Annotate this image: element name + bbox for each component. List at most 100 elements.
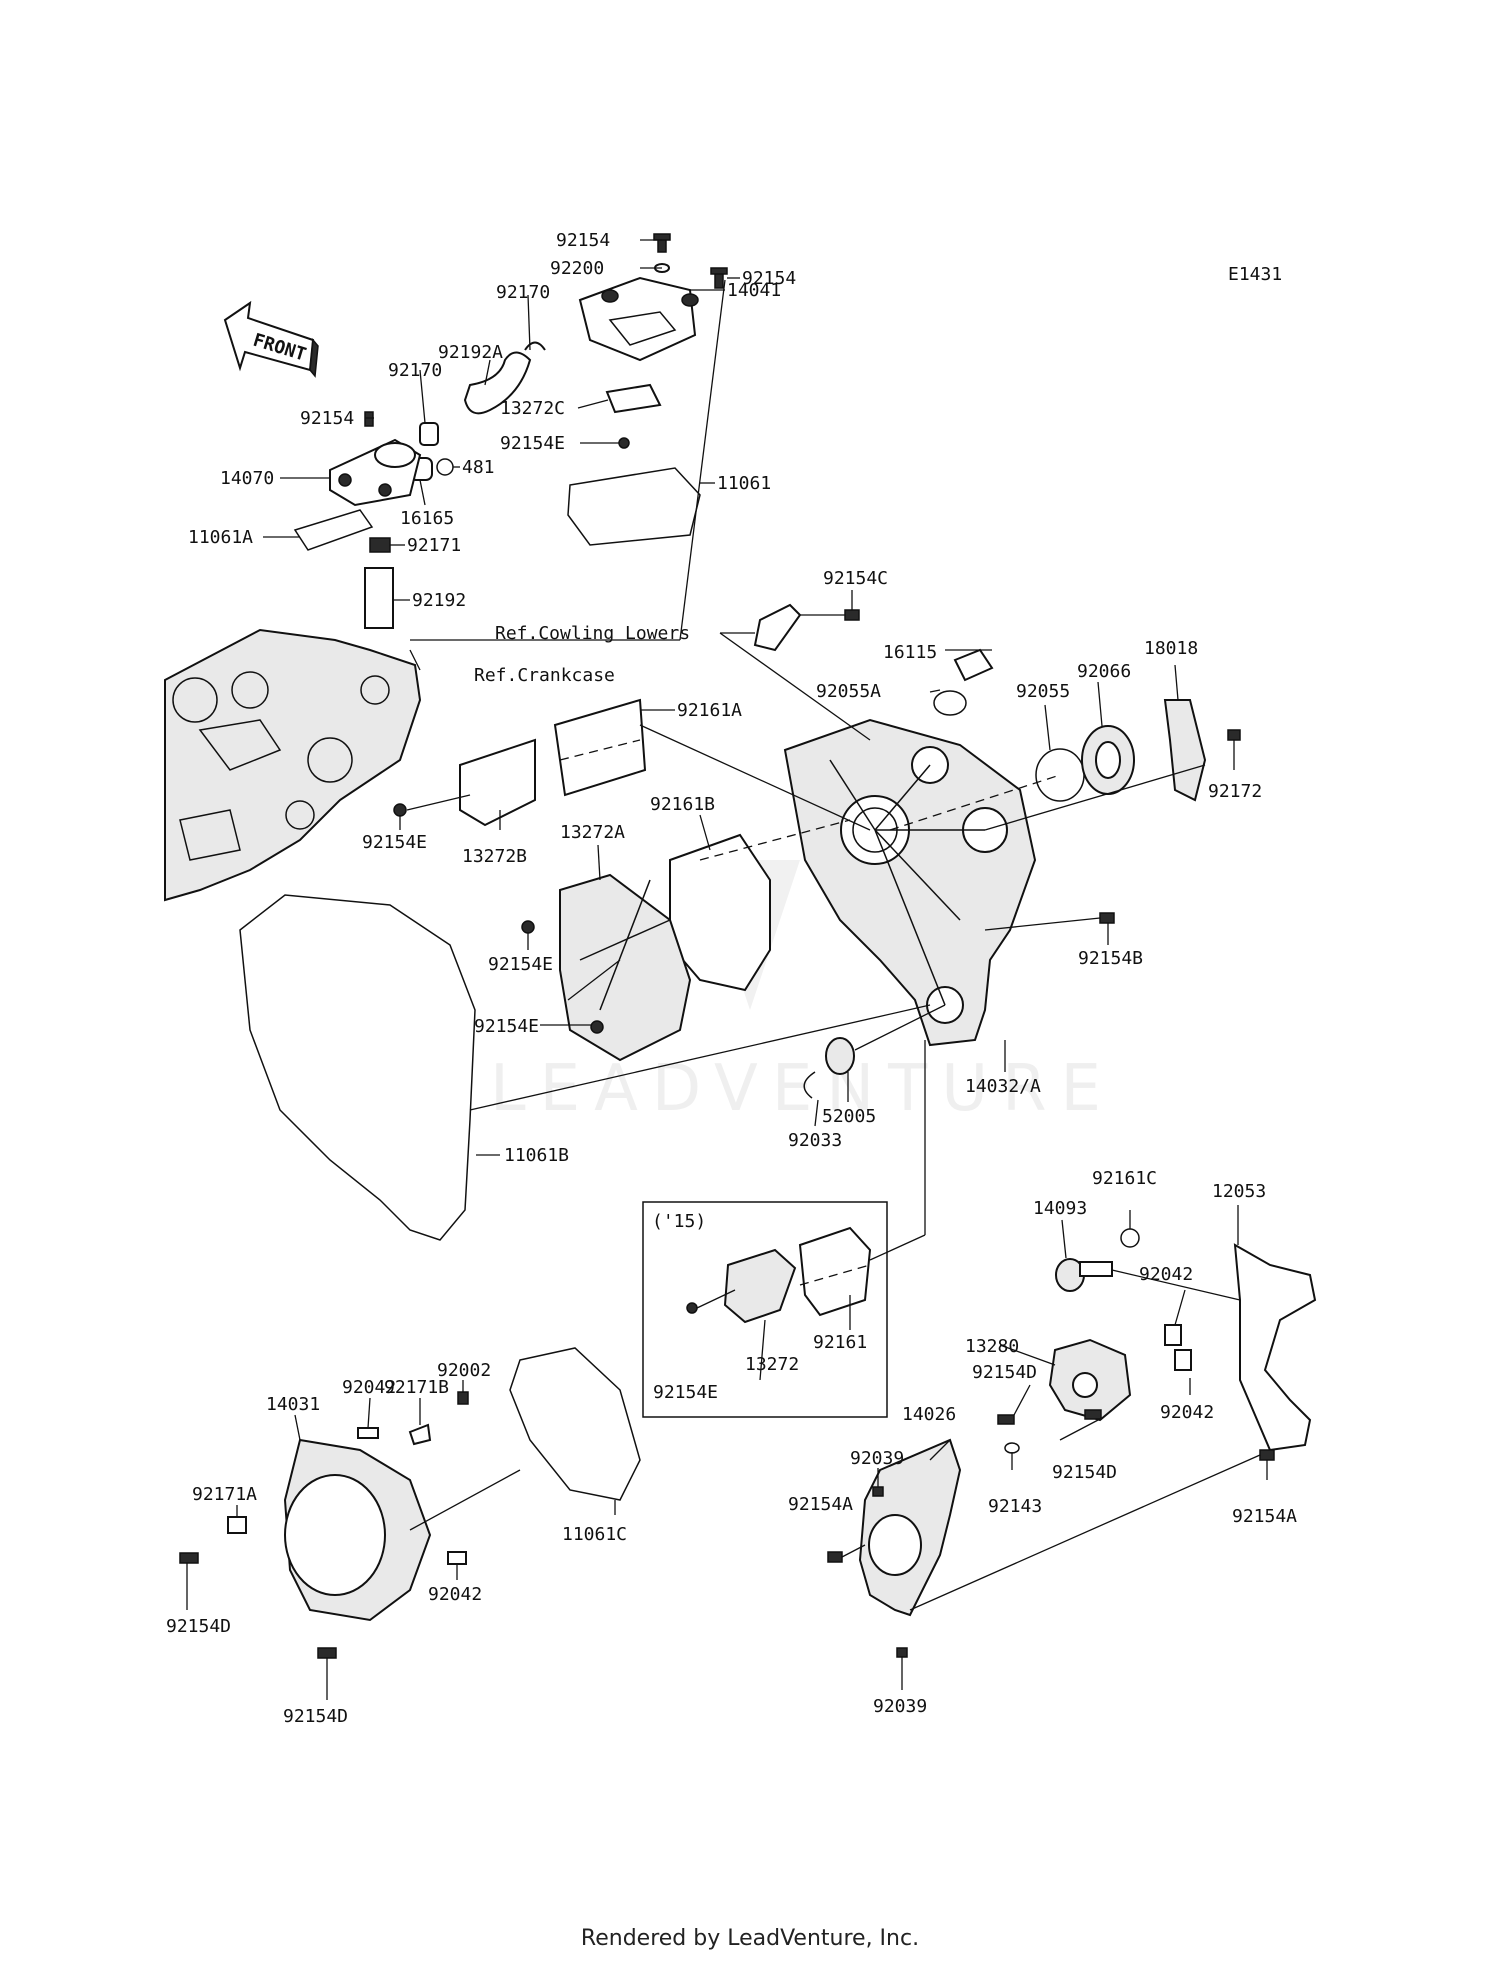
clamp-92171 [369, 537, 391, 553]
label-92171: 92171 [407, 535, 461, 556]
label-92042-l: 92042 [342, 1377, 396, 1398]
leader-lines [186, 239, 1268, 1700]
label-14070: 14070 [220, 468, 274, 489]
label-52005: 52005 [822, 1106, 876, 1127]
pad-92161 [798, 1226, 872, 1317]
dowel-92042-l [357, 1427, 379, 1439]
bolt-92154E-inset [686, 1302, 698, 1314]
inset-box [642, 1201, 888, 1418]
label-92170-b: 92170 [388, 360, 442, 381]
grommet-92171A [227, 1516, 247, 1534]
water-pump-body-13280 [1048, 1338, 1132, 1422]
label-92066: 92066 [1077, 661, 1131, 682]
bolt-92154-top [653, 233, 671, 253]
label-13272C: 13272C [500, 398, 565, 419]
bolt-92154D-r1 [997, 1414, 1015, 1425]
bolt-92154D-r2 [1084, 1409, 1102, 1420]
bolt-92154E-a [521, 920, 535, 934]
bolt-92154A-r [1259, 1449, 1275, 1461]
clutch-cover-14032A [783, 718, 1037, 1047]
label-481: 481 [462, 457, 495, 478]
label-92154E-a: 92154E [488, 954, 553, 975]
front-arrow-icon: FRONT [223, 300, 319, 378]
label-16165: 16165 [400, 508, 454, 529]
label-92200: 92200 [550, 258, 604, 279]
hose-92192A [463, 351, 532, 415]
label-13272A: 13272A [560, 822, 625, 843]
washer-92143 [1004, 1442, 1020, 1454]
label-13272B: 13272B [462, 846, 527, 867]
label-92161C: 92161C [1092, 1168, 1157, 1189]
footer-credit: Rendered by LeadVenture, Inc. [580, 1926, 920, 1951]
label-92154-left: 92154 [300, 408, 354, 429]
label-16115: 16115 [883, 642, 937, 663]
o-ring-92055A [933, 690, 967, 716]
bolt-92154B [1099, 912, 1115, 924]
cowling-bracket-ref [753, 603, 802, 652]
label-92161: 92161 [813, 1332, 867, 1353]
label-92154-top: 92154 [556, 230, 610, 251]
dowel-92042-r2 [1174, 1349, 1192, 1371]
label-92055: 92055 [1016, 681, 1070, 702]
label-92154D-b: 92154D [283, 1706, 348, 1727]
label-14026: 14026 [902, 1404, 956, 1425]
label-92154-top2: 92154 [742, 268, 796, 289]
label-11061: 11061 [717, 473, 771, 494]
label-92042-r: 92042 [1139, 1264, 1193, 1285]
impeller-14093 [1055, 1258, 1113, 1292]
label-ref-crankcase: Ref.Crankcase [474, 665, 615, 686]
gasket-13272C [605, 383, 662, 414]
label-92154D-r1: 92154D [972, 1362, 1037, 1383]
label-92154C: 92154C [823, 568, 888, 589]
label-92161A: 92161A [677, 700, 742, 721]
label-92154E-inset: 92154E [653, 1382, 718, 1403]
seal-52005 [825, 1037, 855, 1075]
label-11061C: 11061C [562, 1524, 627, 1545]
bolt-92154D-l [179, 1552, 199, 1564]
label-92055A: 92055A [816, 681, 881, 702]
bolt-92039-top [872, 1486, 884, 1497]
label-92042-r2: 92042 [1160, 1402, 1214, 1423]
pipe-92192 [364, 567, 394, 629]
watermark-text: LEADVENTURE [490, 1052, 1115, 1126]
circlip-92033 [803, 1071, 816, 1099]
label-14093: 14093 [1033, 1198, 1087, 1219]
bolt-92002 [457, 1391, 469, 1405]
diagram-code: E1431 [1228, 264, 1282, 285]
bracket-18018 [1163, 699, 1207, 802]
bolt-92154E-mid [393, 803, 407, 817]
sprocket-cover-14026 [858, 1438, 962, 1617]
pad-92161A [553, 698, 647, 797]
gasket-11061B [239, 894, 476, 1241]
bolt-92154D-b [317, 1647, 337, 1659]
label-92172: 92172 [1208, 781, 1262, 802]
label-92161B: 92161B [650, 794, 715, 815]
label-14032A: 14032/A [965, 1076, 1041, 1097]
dowel-92042-l2 [447, 1551, 467, 1565]
label-14041: 14041 [727, 280, 781, 301]
label-92039-b: 92039 [873, 1696, 927, 1717]
label-92154D-l: 92154D [166, 1616, 231, 1637]
label-92192A: 92192A [438, 342, 503, 363]
gasket-11061C [509, 1347, 641, 1501]
label-92192: 92192 [412, 590, 466, 611]
dowel-92042-r [1164, 1324, 1182, 1346]
bolt-92154E-top [618, 437, 630, 449]
bolt-92154E-b [590, 1020, 604, 1034]
label-92143: 92143 [988, 1496, 1042, 1517]
label-11061A: 11061A [188, 527, 253, 548]
generator-cover-14031 [283, 1438, 432, 1622]
label-13272: 13272 [745, 1354, 799, 1375]
label-11061B: 11061B [504, 1145, 569, 1166]
label-92170-a: 92170 [496, 282, 550, 303]
label-13280: 13280 [965, 1336, 1019, 1357]
clamp-92170-a [524, 341, 546, 351]
label-92033: 92033 [788, 1130, 842, 1151]
thermostat-housing-14070 [329, 438, 422, 507]
label-92039-top: 92039 [850, 1448, 904, 1469]
label-18018: 18018 [1144, 638, 1198, 659]
label-92154A-l: 92154A [788, 1494, 853, 1515]
washer-92161C [1120, 1228, 1140, 1248]
label-14031: 14031 [266, 1394, 320, 1415]
